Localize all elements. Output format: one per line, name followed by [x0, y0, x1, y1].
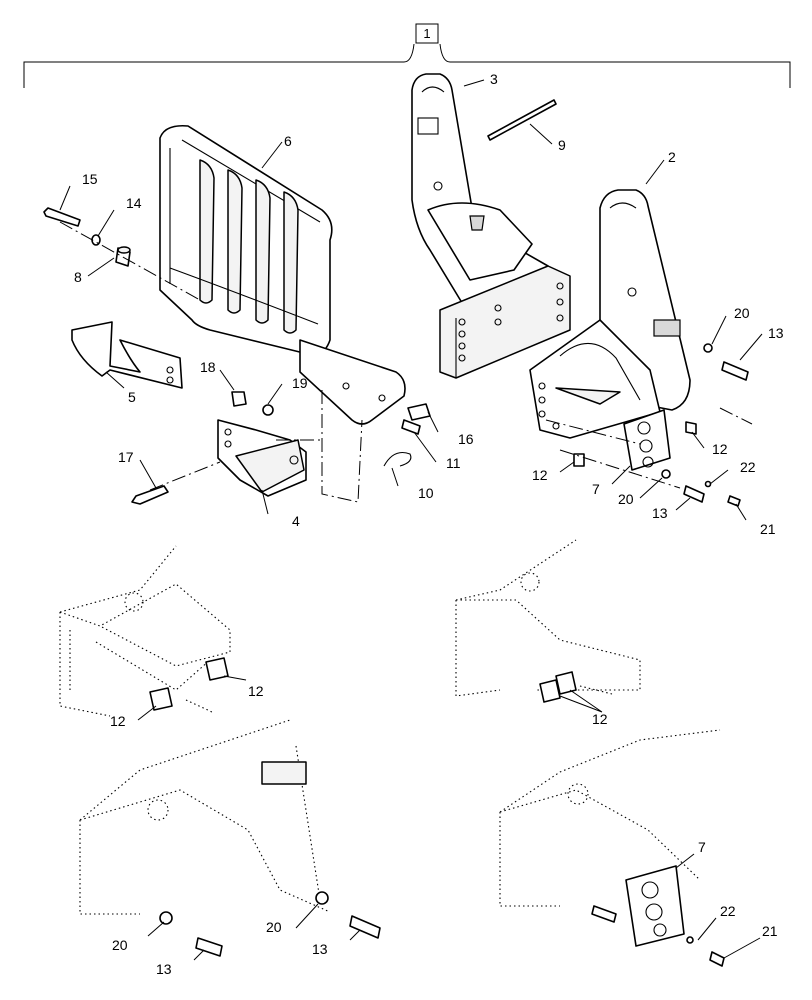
assembly-label-box	[415, 23, 439, 44]
callout-2: 2	[668, 149, 676, 165]
assembly-bracket: 1	[23, 23, 791, 88]
callout-13-a: 13	[768, 325, 784, 341]
assembly-center-lines	[59, 221, 753, 503]
callout-12-a: 12	[712, 441, 728, 457]
callout-16: 16	[458, 431, 474, 447]
detail-callout-7: 7	[698, 839, 706, 855]
callout-11: 11	[446, 455, 461, 471]
callout-8: 8	[74, 269, 82, 285]
hardware-items	[43, 207, 749, 507]
callout-17: 17	[118, 449, 134, 465]
callout-4: 4	[292, 513, 300, 529]
callout-9: 9	[558, 137, 566, 153]
detail-view-bottom-right	[499, 729, 725, 967]
callout-10: 10	[418, 485, 434, 501]
detail-callout-22: 22	[720, 903, 736, 919]
detail-callout-12-c: 12	[592, 711, 608, 727]
callout-21: 21	[760, 521, 776, 537]
detail-view-bottom-left	[79, 719, 381, 957]
callout-15: 15	[82, 171, 98, 187]
part-4-mount	[217, 419, 307, 497]
callout-20-b: 20	[618, 491, 634, 507]
callout-6: 6	[284, 133, 292, 149]
detail-callout-13-b: 13	[312, 941, 328, 957]
callout-12-b: 12	[532, 467, 548, 483]
callout-5: 5	[128, 389, 136, 405]
detail-view-top-right	[455, 539, 641, 703]
detail-view-top-left	[59, 545, 231, 717]
callout-13-b: 13	[652, 505, 668, 521]
callout-22: 22	[740, 459, 756, 475]
assembly-label: 1	[423, 26, 430, 41]
detail-callout-13-a: 13	[156, 961, 172, 977]
callout-labels: 3 2 6 9 15 14 8 5 18 19 16 11 10 17 4 20…	[74, 71, 784, 977]
detail-callout-21: 21	[762, 923, 778, 939]
callout-20-a: 20	[734, 305, 750, 321]
part-9-rod	[487, 99, 557, 141]
detail-callout-20-a: 20	[112, 937, 128, 953]
callout-18: 18	[200, 359, 216, 375]
detail-callout-12-a: 12	[248, 683, 264, 699]
part-6-guard	[159, 124, 406, 425]
callout-7: 7	[592, 481, 600, 497]
callout-3: 3	[490, 71, 498, 87]
part-7-plate	[623, 409, 671, 471]
callout-14: 14	[126, 195, 142, 211]
leader-lines	[59, 79, 763, 961]
callout-19: 19	[292, 375, 308, 391]
detail-callout-20-b: 20	[266, 919, 282, 935]
part-2-bracket	[529, 189, 691, 439]
part-5-bracket	[71, 321, 183, 389]
part-3-bracket	[411, 73, 571, 379]
detail-callout-12-b: 12	[110, 713, 126, 729]
